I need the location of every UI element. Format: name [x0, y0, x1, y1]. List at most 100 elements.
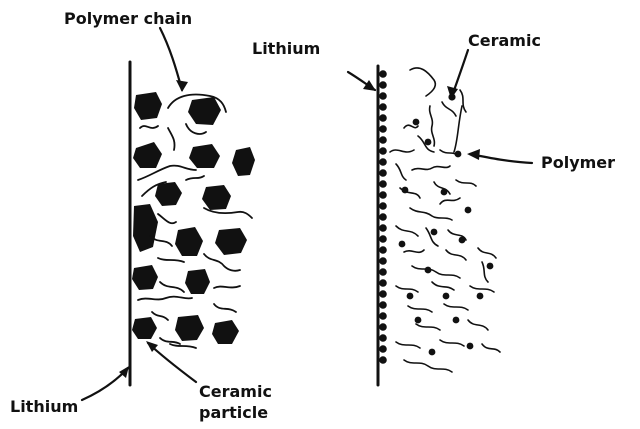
- polymer-strand: [404, 360, 452, 372]
- polymer-chain-strand: [138, 297, 192, 300]
- ceramic-particle-dot: [441, 189, 448, 196]
- ceramic-particle-dot: [467, 343, 474, 350]
- arrowhead-polymer-right: [467, 149, 480, 160]
- ceramic-particle-blob: [133, 142, 162, 168]
- ceramic-particle-blob: [189, 144, 220, 168]
- polymer-strand: [396, 226, 418, 236]
- polymer-strand: [468, 320, 488, 330]
- ceramic-particle-blob: [155, 182, 182, 206]
- arrowhead-polymer-chain: [176, 80, 188, 92]
- polymer-chain-label: Polymer chain: [64, 10, 192, 28]
- lithium-surface-dot: [379, 268, 387, 276]
- ceramic-particle-dot: [425, 267, 432, 274]
- polymer-strand: [416, 324, 440, 330]
- lithium-surface-dot: [379, 312, 387, 320]
- polymer-strand: [404, 250, 424, 252]
- lithium-surface-dot: [379, 169, 387, 177]
- polymer-strand: [454, 106, 462, 152]
- lithium-surface-dot: [379, 257, 387, 265]
- ceramic-particle-blob: [132, 265, 158, 290]
- lithium-surface-dot: [379, 213, 387, 221]
- ceramic-particle-dot: [443, 293, 450, 300]
- lithium-surface-dot: [379, 334, 387, 342]
- ceramic-particle-dot: [425, 139, 432, 146]
- lithium-surface-dot: [379, 114, 387, 122]
- ceramic-particle-dot: [413, 119, 420, 126]
- ceramic-particle-dot: [402, 187, 409, 194]
- polymer-strand: [432, 282, 454, 290]
- polymer-strand: [442, 102, 456, 116]
- ceramic-particle-dot: [415, 317, 422, 324]
- lithium-surface-dot: [379, 202, 387, 210]
- polymer-chain-strand: [186, 176, 204, 180]
- polymer-strand: [478, 248, 496, 258]
- polymer-strand: [470, 286, 494, 292]
- ceramic-particle-blob: [132, 317, 157, 339]
- lithium-surface-dot: [379, 92, 387, 100]
- lithium-left-label: Lithium: [10, 398, 78, 416]
- ceramic-particle-blob: [134, 92, 162, 120]
- polymer-strand: [396, 286, 418, 292]
- polymer-chain-strand: [214, 286, 240, 288]
- ceramic-particle-dot: [453, 317, 460, 324]
- lithium-right-label: Lithium: [252, 40, 320, 58]
- polymer-chain-strand: [152, 312, 168, 320]
- lithium-surface-dot: [379, 235, 387, 243]
- ceramic-particle-blob: [175, 315, 204, 341]
- polymer-strand: [444, 304, 468, 310]
- ceramic-particle-blob: [133, 204, 158, 252]
- ceramic-particle-dot: [465, 207, 472, 214]
- lithium-surface-dot: [379, 290, 387, 298]
- lithium-surface-dot: [379, 323, 387, 331]
- lithium-surface-dot: [379, 224, 387, 232]
- ceramic-particle-blob: [175, 227, 203, 256]
- lithium-surface-dot: [379, 125, 387, 133]
- lithium-surface-dot: [379, 191, 387, 199]
- polymer-chain-strand: [214, 304, 236, 312]
- polymer-strand: [446, 250, 466, 260]
- lithium-surface-dot: [379, 180, 387, 188]
- ceramic-particle-dot: [429, 349, 436, 356]
- polymer-chain-strand: [158, 258, 184, 262]
- polymer-strand: [396, 342, 420, 348]
- polymer-chain-strand: [160, 282, 184, 292]
- ceramic-particle-dot: [431, 229, 438, 236]
- polymer-strand: [412, 266, 460, 278]
- polymer-chain-strand: [158, 214, 176, 223]
- lithium-surface-dot: [379, 356, 387, 364]
- polymer-right-label: Polymer: [541, 154, 615, 172]
- ceramic-particle-dot: [477, 293, 484, 300]
- polymer-strand: [408, 306, 432, 312]
- ceramic-particle-blob: [188, 97, 221, 125]
- ceramic-particle-dot: [459, 237, 466, 244]
- ceramic-particle-dot: [407, 293, 414, 300]
- ceramic-particle-blob: [212, 320, 239, 344]
- polymer-strand: [482, 344, 500, 352]
- ceramic-right-label: Ceramic: [468, 32, 541, 50]
- ceramic-particle-blob: [215, 228, 247, 255]
- ceramic-particle-blob: [232, 147, 255, 176]
- ceramic-particle-dot: [448, 93, 455, 100]
- lithium-surface-dot: [379, 103, 387, 111]
- lithium-surface-dot: [379, 136, 387, 144]
- ceramic-particle-leader: [148, 343, 196, 382]
- lithium-surface-dot: [379, 147, 387, 155]
- polymer-strand: [404, 125, 418, 128]
- polymer-strand: [440, 340, 464, 346]
- polymer-chain-strand: [168, 128, 175, 150]
- ceramic-particle-blob: [185, 269, 210, 294]
- arrowhead-lithium-right: [363, 80, 376, 91]
- polymer-strand: [396, 164, 406, 180]
- ceramic-particle-blob: [202, 185, 231, 210]
- lithium-surface-dot: [379, 158, 387, 166]
- polymer-chain-strand: [140, 126, 158, 128]
- ceramic-particle-dot: [455, 151, 462, 158]
- lithium-surface-dot: [379, 279, 387, 287]
- lithium-surface-dot: [379, 246, 387, 254]
- ceramic-particle-dot: [399, 241, 406, 248]
- lithium-surface-dot: [379, 81, 387, 89]
- lithium-surface-dot: [379, 345, 387, 353]
- polymer-chain-strand: [186, 124, 206, 134]
